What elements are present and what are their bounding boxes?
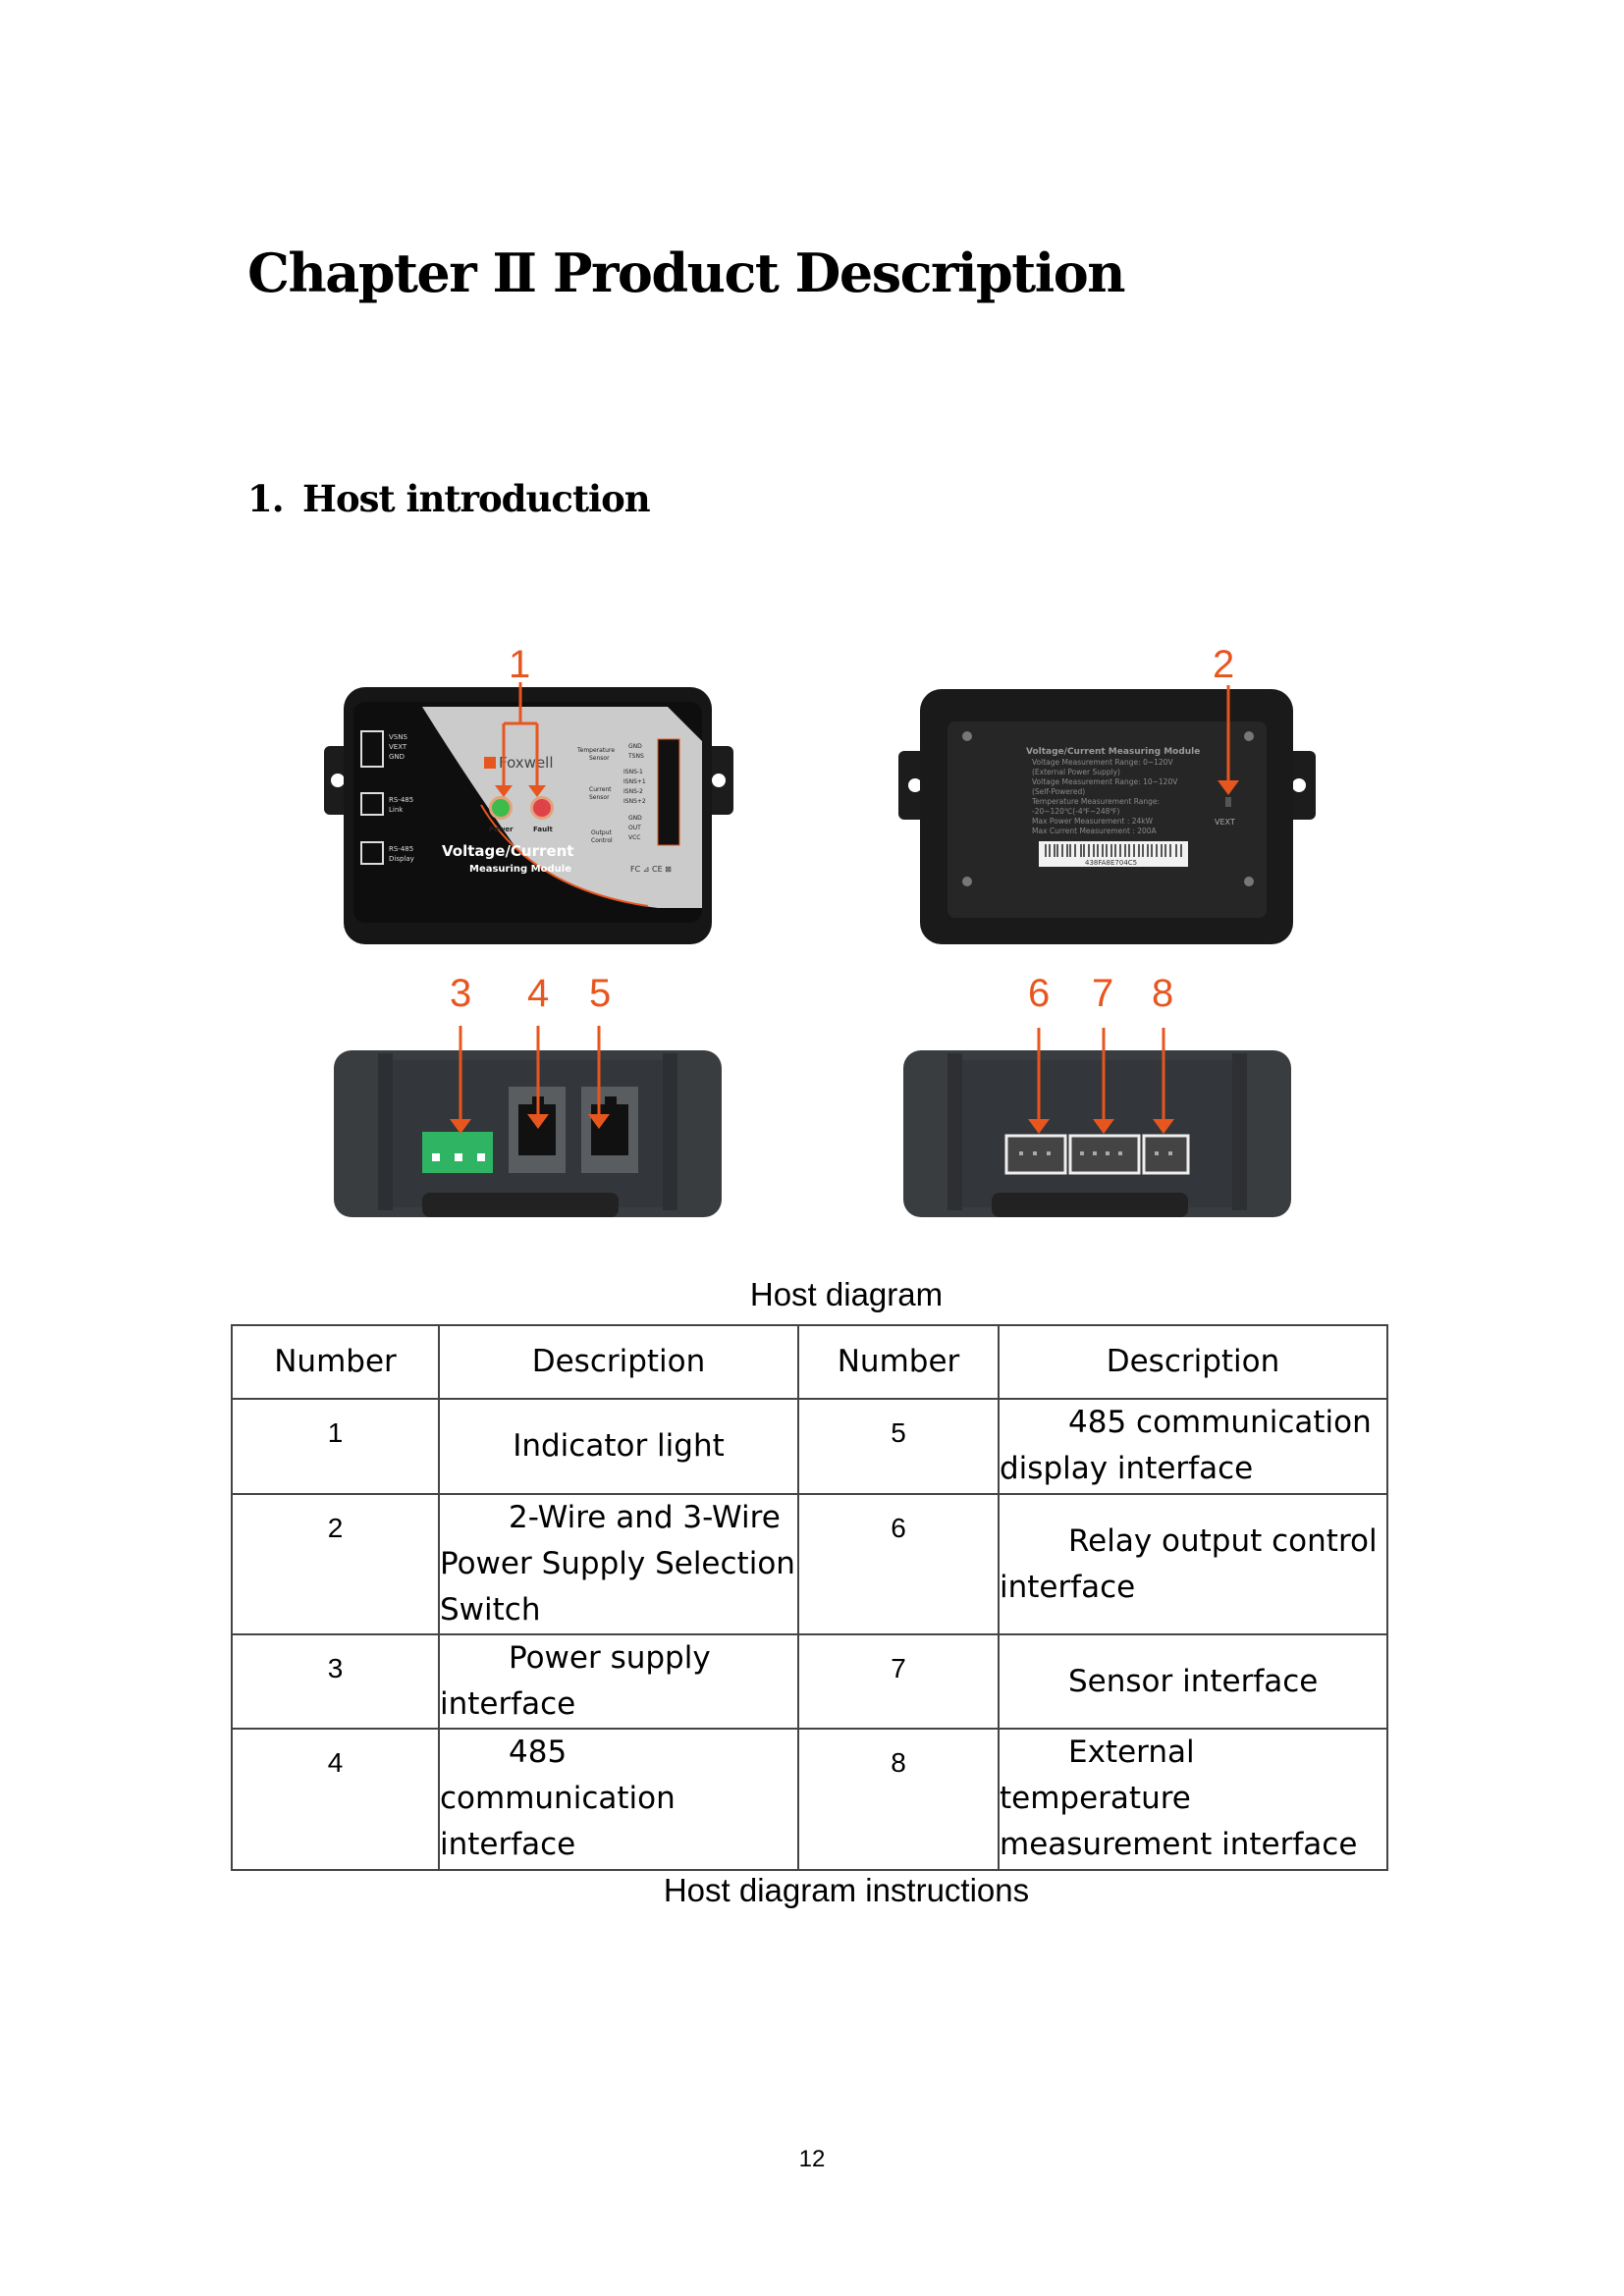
cell-number: 3 (231, 1633, 440, 1730)
cell-description: 485 communication display interface (998, 1398, 1388, 1495)
callout-3: 3 (450, 972, 471, 1015)
table-header-row: Number Description Number Description (231, 1324, 1388, 1400)
svg-text:TSNS: TSNS (627, 753, 644, 760)
svg-text:FC ⊿ CE ⊠: FC ⊿ CE ⊠ (630, 865, 672, 874)
header-number-2: Number (797, 1324, 1000, 1400)
svg-text:VEXT: VEXT (389, 743, 407, 751)
svg-text:Display: Display (389, 855, 414, 863)
svg-text:GND: GND (628, 743, 642, 750)
terminal-block (657, 738, 680, 846)
svg-text:Current: Current (589, 786, 612, 793)
power-terminal (422, 1132, 493, 1173)
cell-number: 5 (797, 1398, 1000, 1495)
svg-text:ISNS-2: ISNS-2 (623, 788, 643, 795)
svg-text:Sensor: Sensor (589, 755, 610, 762)
svg-text:VEXT: VEXT (1215, 818, 1235, 827)
power-led-icon (492, 799, 510, 817)
header-description-1: Description (438, 1324, 799, 1400)
svg-text:Temperature: Temperature (576, 747, 615, 754)
svg-text:VSNS: VSNS (389, 733, 407, 741)
svg-text:GND: GND (628, 815, 642, 822)
table-row: 1 Indicator light 5 485 communication di… (231, 1398, 1388, 1495)
svg-text:Output: Output (591, 829, 612, 836)
page-number: 12 (798, 2146, 826, 2172)
table-row: 2 2-Wire and 3-Wire Power Supply Selecti… (231, 1493, 1388, 1635)
brand-logo-icon (484, 757, 496, 769)
svg-text:Temperature Measurement Range:: Temperature Measurement Range: (1031, 797, 1160, 806)
svg-text:Measuring Module: Measuring Module (469, 864, 571, 875)
svg-text:RS-485: RS-485 (389, 796, 413, 804)
svg-text:ISNS-1: ISNS-1 (623, 769, 643, 775)
svg-text:Max Current Measurement : 200A: Max Current Measurement : 200A (1032, 827, 1158, 835)
svg-text:Voltage Measurement Range: 10~: Voltage Measurement Range: 10~120V (1032, 777, 1178, 786)
callout-1: 1 (509, 643, 530, 686)
barcode-label (1039, 841, 1188, 867)
temperature-connector (1142, 1134, 1190, 1175)
section-number: 1. (247, 477, 285, 520)
svg-text:Fault: Fault (533, 826, 553, 833)
callout-7: 7 (1092, 972, 1113, 1015)
cell-number: 7 (797, 1633, 1000, 1730)
side-view-power-485: 3 4 5 (334, 972, 722, 1217)
callout-2: 2 (1213, 643, 1234, 686)
section-heading: 1. Host introduction (247, 477, 651, 520)
front-panel-image: VSNS VEXT GND RS-485 Link RS-485 Display… (324, 643, 733, 944)
section-title: Host introduction (302, 477, 651, 520)
fault-led-icon (533, 799, 551, 817)
svg-text:Voltage/Current Measuring Modu: Voltage/Current Measuring Module (1026, 747, 1200, 757)
svg-text:Control: Control (591, 837, 613, 844)
cell-number: 8 (797, 1728, 1000, 1871)
svg-text:ISNS+2: ISNS+2 (623, 798, 646, 805)
svg-text:Max Power Measurement : 24kW: Max Power Measurement : 24kW (1032, 817, 1154, 826)
header-number-1: Number (231, 1324, 440, 1400)
back-panel-image: Voltage/Current Measuring Module Voltage… (898, 643, 1316, 944)
chapter-title: Chapter Ⅱ Product Description (247, 241, 1125, 304)
cell-description: External temperature measurement interfa… (998, 1728, 1388, 1871)
cell-description: Relay output control interface (998, 1493, 1388, 1635)
cell-description: 2-Wire and 3-Wire Power Supply Selection… (438, 1493, 799, 1635)
cell-number: 4 (231, 1728, 440, 1871)
power-selection-switch (1225, 797, 1231, 807)
svg-text:(Self-Powered): (Self-Powered) (1032, 787, 1085, 796)
callout-4: 4 (527, 972, 549, 1015)
table-row: 3 Power supply interface 7 Sensor interf… (231, 1633, 1388, 1730)
cell-number: 6 (797, 1493, 1000, 1635)
side-view-relay-sensor: 6 7 8 (903, 972, 1291, 1217)
serial-number: 438FA8E704C5 (1085, 859, 1137, 867)
svg-text:Sensor: Sensor (589, 794, 610, 801)
svg-text:ISNS+1: ISNS+1 (623, 778, 646, 785)
table-row: 4 485 communication interface 8 External… (231, 1728, 1388, 1871)
barcode-icon (1045, 844, 1182, 857)
cell-description: Sensor interface (998, 1633, 1388, 1730)
callout-6: 6 (1028, 972, 1050, 1015)
brand-name: Foxwell (499, 754, 554, 772)
host-diagram-table: Number Description Number Description 1 … (231, 1324, 1388, 1871)
svg-text:-20~120℃(-4℉~248℉): -20~120℃(-4℉~248℉) (1032, 807, 1120, 816)
svg-text:Link: Link (389, 806, 404, 814)
header-description-2: Description (998, 1324, 1388, 1400)
svg-text:Voltage Measurement Range: 0~1: Voltage Measurement Range: 0~120V (1032, 758, 1173, 767)
figure-caption: Host diagram (749, 1276, 944, 1312)
svg-text:VCC: VCC (628, 834, 640, 841)
cell-number: 1 (231, 1398, 440, 1495)
svg-text:GND: GND (389, 753, 405, 761)
cell-description: Indicator light (438, 1398, 799, 1495)
svg-text:(External Power Supply): (External Power Supply) (1032, 768, 1120, 776)
cell-description: 485 communication interface (438, 1728, 799, 1871)
cell-description: Power supply interface (438, 1633, 799, 1730)
cell-number: 2 (231, 1493, 440, 1635)
callout-5: 5 (589, 972, 611, 1015)
svg-text:Power: Power (489, 826, 514, 833)
table-caption: Host diagram instructions (663, 1872, 1030, 1908)
svg-text:OUT: OUT (628, 825, 641, 831)
svg-text:Voltage/Current: Voltage/Current (442, 842, 573, 860)
callout-8: 8 (1152, 972, 1173, 1015)
svg-text:RS-485: RS-485 (389, 845, 413, 853)
